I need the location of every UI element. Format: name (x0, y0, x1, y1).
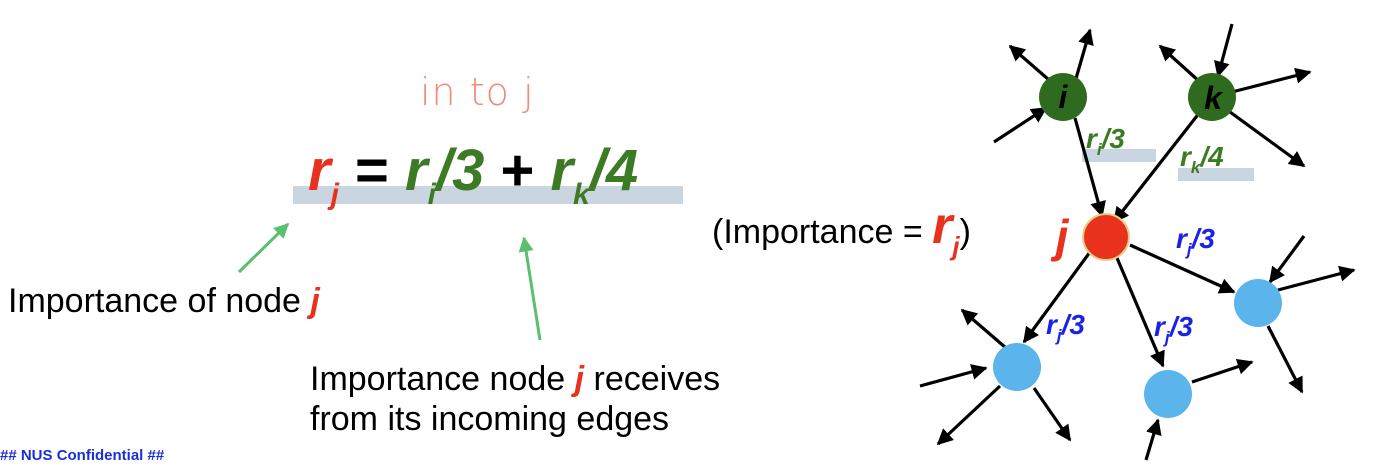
eq-plus: + (484, 138, 551, 203)
importance-definition: (Importance = rj) (712, 197, 971, 261)
confidential-footer: ## NUS Confidential ## (0, 447, 165, 464)
eq-equals: = (338, 138, 406, 203)
edge-label-rj-3-bottom: rj/3 (1154, 311, 1193, 347)
eq-r-i-term: ri/3 (405, 138, 485, 211)
edge-bl-out-nw (960, 308, 1008, 350)
edge-in-bm-s (1144, 418, 1162, 461)
node-out-left (993, 343, 1041, 391)
eq-r-j: rj (308, 138, 339, 211)
edge-in-r-n (1268, 235, 1306, 284)
node-k-label: k (1204, 80, 1224, 116)
edge-in-bl-w (919, 364, 988, 388)
node-k (1188, 73, 1236, 121)
edge-j-to-bottom (1115, 257, 1165, 368)
importance-of-node-label: Importance of node j (8, 282, 320, 320)
importance-r-j: rj (932, 197, 960, 261)
edge-in-k-n (1214, 23, 1234, 78)
edge-bl-out-se (1032, 387, 1072, 442)
edge-j-to-right (1129, 243, 1236, 294)
edge-i-to-j (1073, 117, 1106, 218)
eq-r-k-term: rk/4 (550, 138, 639, 211)
edge-r-out-s (1266, 325, 1304, 394)
node-out-right (1234, 279, 1282, 327)
annotation-arrow-left (237, 222, 290, 274)
annotation-arrow-right (518, 236, 542, 341)
edge-label-rj-3-right: rj/3 (1176, 223, 1215, 259)
node-i-label: i (1059, 79, 1069, 115)
edge-i-out-ne (1073, 28, 1094, 83)
edge-k-out-se (1229, 110, 1306, 168)
edge-label-i-highlight (1082, 149, 1156, 162)
node-j-label: j (1051, 210, 1070, 262)
edge-in-i-sw (993, 106, 1048, 144)
incoming-importance-label: Importance node j receives from its inco… (310, 360, 721, 438)
edge-label-k-highlight (1178, 168, 1254, 181)
edge-label-rk-4: rk/4 (1180, 141, 1224, 177)
edge-bl-out-sw (936, 384, 1002, 446)
node-j (1082, 213, 1130, 261)
edge-k-to-j (1112, 111, 1202, 224)
edge-label-ri-3: ri/3 (1086, 123, 1125, 159)
node-i (1039, 73, 1087, 121)
edge-label-rj-3-left: rj/3 (1046, 309, 1085, 345)
node-out-bottom (1144, 370, 1192, 418)
edge-k-out-e (1231, 67, 1312, 94)
graph-edges (919, 23, 1356, 461)
handwritten-annotation: in to j (420, 70, 535, 114)
equation-highlight (293, 186, 683, 204)
pagerank-equation: rj = ri/3 + rk/4 (308, 142, 638, 210)
edge-r-out-ne (1277, 265, 1356, 292)
edge-j-to-left (1022, 251, 1092, 344)
edge-bm-out-e (1191, 358, 1254, 384)
edge-k-out-nw (1158, 44, 1202, 84)
